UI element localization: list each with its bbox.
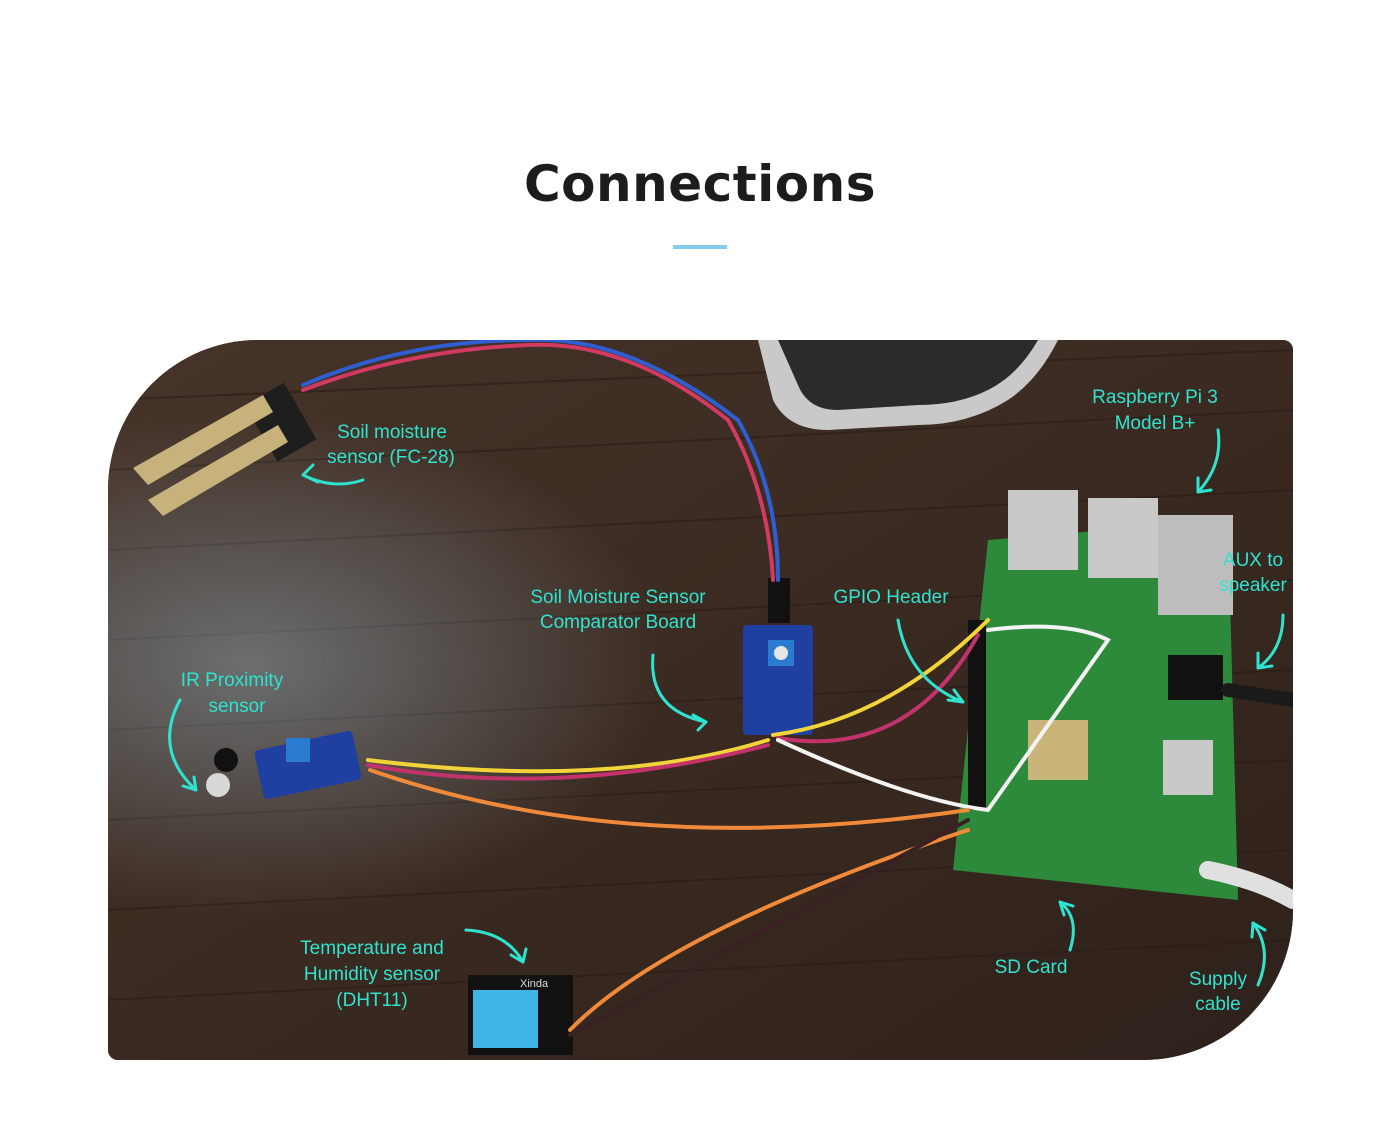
callout-labels: Soil moisture sensor (FC-28) Raspberry P…: [181, 387, 1288, 1015]
connections-photo: Xinda: [108, 340, 1293, 1060]
label-raspberry-pi-1: Raspberry Pi 3: [1092, 387, 1218, 408]
soil-moisture-probe: [133, 382, 317, 516]
label-comparator-1: Soil Moisture Sensor: [530, 587, 706, 608]
label-soil-moisture-sensor-1: Soil moisture: [337, 422, 447, 443]
cables: [301, 340, 1293, 1037]
label-comparator-2: Comparator Board: [540, 612, 696, 633]
title-underline: [673, 245, 727, 249]
raspberry-pi-board: [953, 490, 1238, 900]
label-dht-2: Humidity sensor: [304, 964, 441, 985]
label-raspberry-pi-2: Model B+: [1115, 413, 1196, 434]
label-supply-2: cable: [1195, 994, 1240, 1015]
label-dht-3: (DHT11): [336, 990, 407, 1011]
callout-arrows: [168, 428, 1285, 987]
label-aux-2: speaker: [1219, 575, 1287, 596]
label-sd-card: SD Card: [995, 957, 1068, 978]
label-ir-2: sensor: [208, 696, 266, 717]
label-aux-1: AUX to: [1223, 550, 1283, 571]
label-gpio: GPIO Header: [833, 587, 949, 608]
dht-chip-label: Xinda: [520, 978, 549, 990]
label-soil-moisture-sensor-2: sensor (FC-28): [327, 447, 455, 468]
dht11-board: Xinda: [468, 975, 573, 1055]
ir-proximity-board: [206, 730, 362, 800]
label-dht-1: Temperature and: [300, 938, 444, 959]
label-supply-1: Supply: [1189, 969, 1248, 990]
label-ir-1: IR Proximity: [181, 670, 284, 691]
comparator-board: [743, 578, 813, 735]
page-title: Connections: [523, 155, 877, 213]
